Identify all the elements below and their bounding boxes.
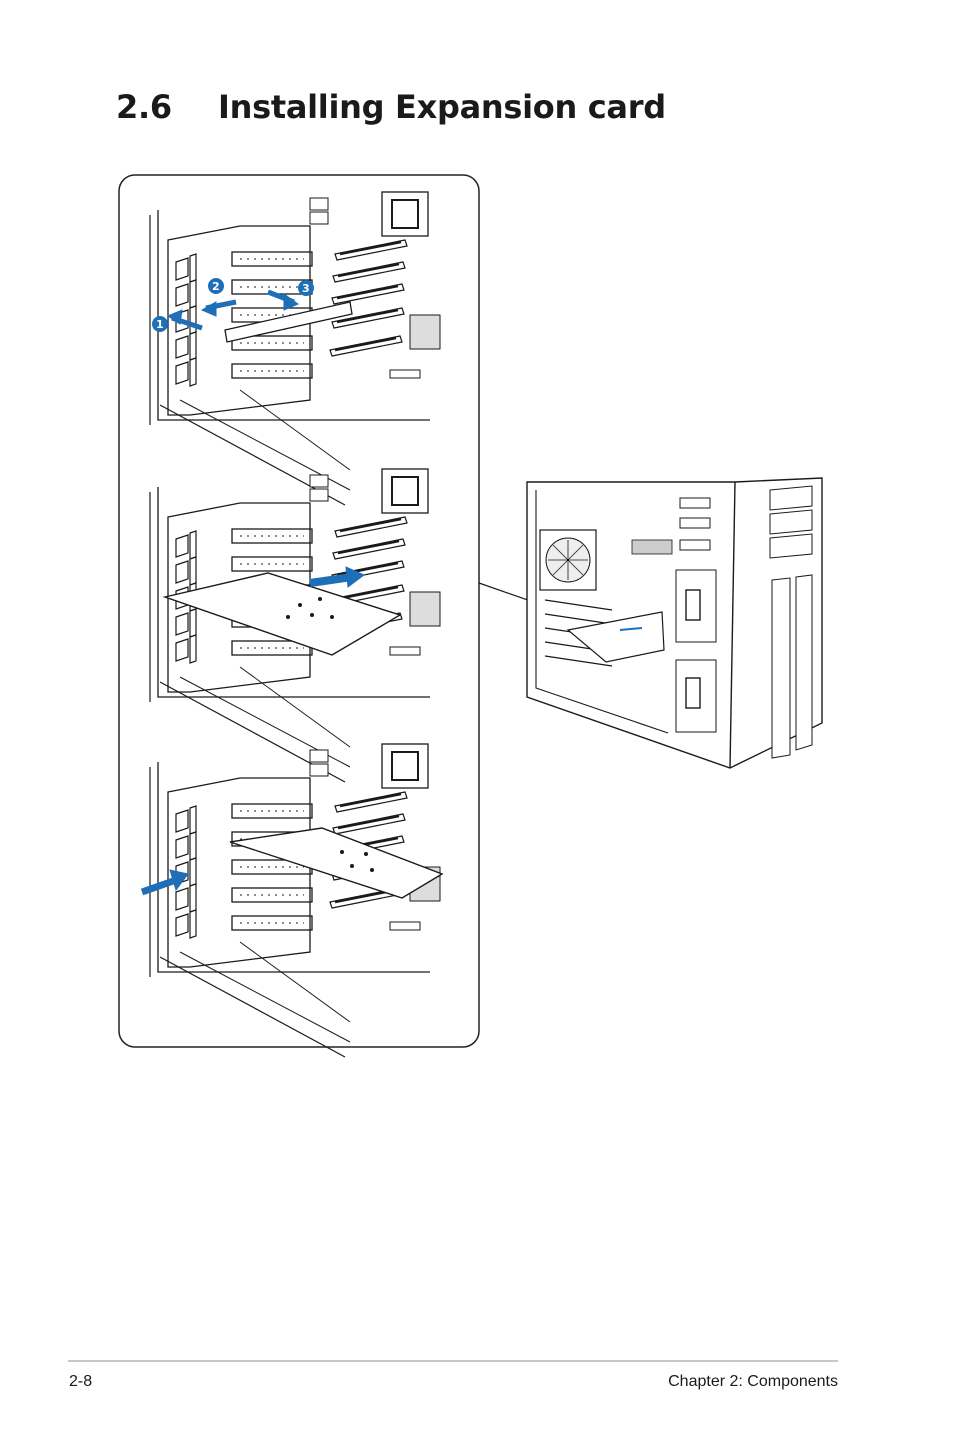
step-1-illustration: 1 2 3 — [150, 192, 440, 505]
chapter-label: Chapter 2: Components — [668, 1373, 838, 1390]
step-3-illustration — [140, 744, 444, 1057]
svg-text:3: 3 — [302, 282, 310, 295]
svg-text:1: 1 — [156, 318, 164, 331]
step-2-illustration — [150, 469, 440, 782]
step-3-badge: 3 — [298, 280, 314, 296]
installation-illustration: 1 2 3 — [118, 174, 823, 1100]
page-number: 2-8 — [69, 1373, 93, 1390]
server-chassis-illustration — [526, 477, 823, 769]
section-title: Installing Expansion card — [218, 88, 666, 126]
step-1-badge: 1 — [152, 316, 168, 332]
section-number: 2.6 — [116, 88, 172, 126]
section-heading: 2.6 Installing Expansion card — [116, 88, 666, 126]
step-2-badge: 2 — [208, 278, 224, 294]
footer-divider — [68, 1360, 838, 1362]
svg-text:2: 2 — [212, 280, 220, 293]
